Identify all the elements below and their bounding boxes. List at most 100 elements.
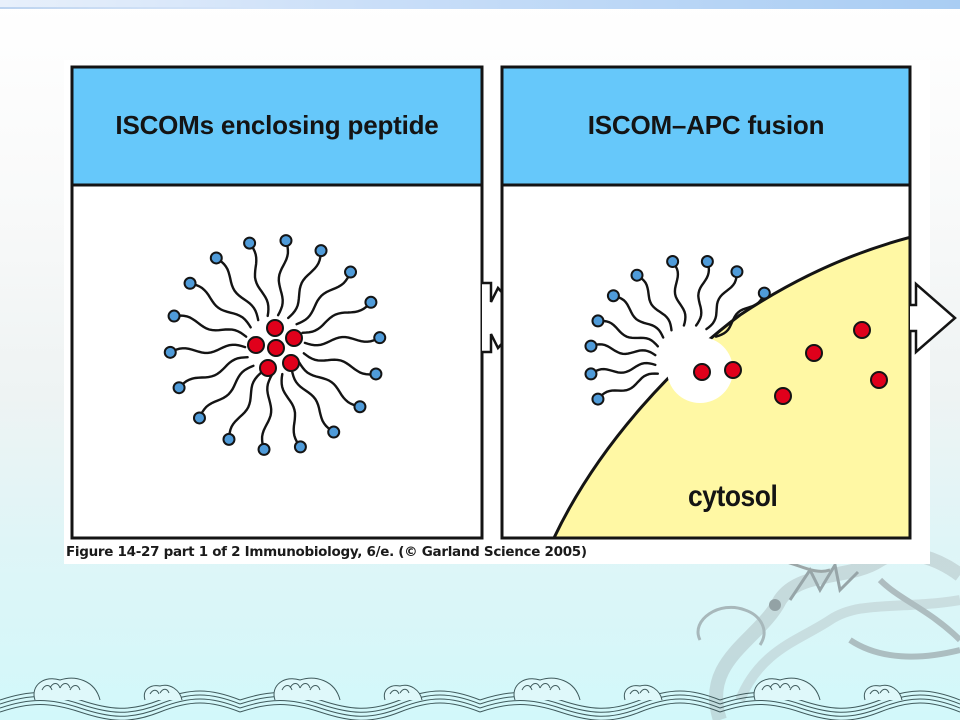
lipid-molecule xyxy=(298,361,367,414)
lipid-molecule xyxy=(280,372,307,454)
peptide xyxy=(693,363,711,381)
lipid-molecule xyxy=(172,356,249,395)
panel-title-left: ISCOMs enclosing peptide xyxy=(115,110,439,140)
lipid-tail xyxy=(198,364,255,420)
peptide xyxy=(870,371,888,389)
lipid-tail xyxy=(714,291,766,338)
lipid-tail xyxy=(169,343,247,355)
lipid-tail xyxy=(248,241,270,318)
lipid-head xyxy=(167,309,181,323)
lipid-molecule xyxy=(694,255,714,327)
lipid-molecule xyxy=(666,255,687,327)
lipid-molecule xyxy=(163,343,247,359)
panel-iscoms-enclosing-peptide xyxy=(70,65,484,540)
lipid-head xyxy=(172,381,186,395)
lipid-head xyxy=(591,314,605,328)
lipid-molecule xyxy=(295,265,358,326)
lipid-tail xyxy=(671,260,687,327)
lipid-tail xyxy=(172,314,248,338)
peptide xyxy=(805,344,823,362)
lipid-head xyxy=(584,367,598,381)
lipid-molecule xyxy=(301,295,378,334)
lipid-tail xyxy=(303,335,381,347)
lipid-tail xyxy=(280,372,302,449)
lipid-head xyxy=(209,251,223,265)
lipid-head xyxy=(700,255,714,269)
wave-border xyxy=(0,677,960,720)
lipid-head xyxy=(364,295,378,309)
lipid-tail xyxy=(177,356,249,389)
lipid-tail xyxy=(295,270,352,326)
lipid-molecule xyxy=(257,373,274,456)
lipid-tail xyxy=(596,319,659,348)
lipid-molecule xyxy=(303,331,387,347)
lipid-head xyxy=(192,411,206,425)
lipid-head xyxy=(353,400,367,414)
lipid-tail xyxy=(694,260,711,327)
lipid-tail xyxy=(215,256,260,322)
peptide xyxy=(266,319,284,337)
cytosol-label: cytosol xyxy=(688,480,778,513)
peptide xyxy=(282,354,300,372)
lipid-head xyxy=(293,440,307,454)
lipid-molecule xyxy=(290,368,341,439)
lipid-molecule xyxy=(705,265,744,331)
lipid-tail xyxy=(635,274,673,332)
lipid-head xyxy=(314,244,328,258)
released-peptides xyxy=(774,321,888,405)
lipid-molecule xyxy=(606,289,665,339)
lipid-head xyxy=(183,276,197,290)
lipid-head xyxy=(373,331,387,345)
lipid-tail xyxy=(287,249,323,320)
lipid-tail xyxy=(612,294,665,339)
lipid-molecule xyxy=(183,276,252,329)
peptide xyxy=(724,361,742,379)
lipid-molecule xyxy=(209,251,260,322)
fusing-iscom xyxy=(584,255,771,406)
panel-body-left xyxy=(70,183,484,540)
lipid-head xyxy=(730,265,744,279)
lipid-molecule xyxy=(287,244,328,320)
lipid-molecule xyxy=(714,286,771,338)
lipid-molecule xyxy=(591,314,659,348)
lipid-tail xyxy=(596,372,659,401)
peptide xyxy=(247,336,265,354)
lipid-head xyxy=(327,425,341,439)
lipid-tail xyxy=(260,373,274,451)
lipid-molecule xyxy=(584,361,657,381)
panel-header-right xyxy=(500,65,912,187)
peptide xyxy=(774,387,792,405)
panel-title-right: ISCOM–APC fusion xyxy=(587,110,825,140)
peptide xyxy=(853,321,871,339)
lipid-molecule xyxy=(630,268,673,332)
lipid-molecule xyxy=(276,234,293,317)
lipid-head xyxy=(606,289,620,303)
lipid-tail xyxy=(589,361,657,376)
lipid-head xyxy=(279,234,293,248)
lipid-head xyxy=(584,339,598,353)
lipid-tail xyxy=(705,270,739,331)
lipid-head xyxy=(591,392,605,406)
lipid-head xyxy=(630,268,644,282)
lipid-tail xyxy=(276,239,290,317)
lipid-molecule xyxy=(243,236,270,318)
lipid-head xyxy=(222,432,236,446)
lipid-molecule xyxy=(591,372,659,406)
continue-arrow xyxy=(910,281,957,355)
lipid-tail xyxy=(290,368,335,434)
lipid-head xyxy=(369,367,383,381)
lipid-tail xyxy=(589,343,657,357)
lipid-tail xyxy=(227,370,263,441)
lipid-tail xyxy=(301,301,373,334)
lipid-head xyxy=(163,345,177,359)
lipid-molecule xyxy=(222,370,263,446)
lipid-tail xyxy=(188,282,252,329)
lipid-head xyxy=(757,286,771,300)
peptide xyxy=(285,329,303,347)
lipid-tail xyxy=(302,352,378,376)
iscom-micelle xyxy=(163,234,387,456)
peptide xyxy=(267,339,285,357)
lipid-head xyxy=(344,265,358,279)
